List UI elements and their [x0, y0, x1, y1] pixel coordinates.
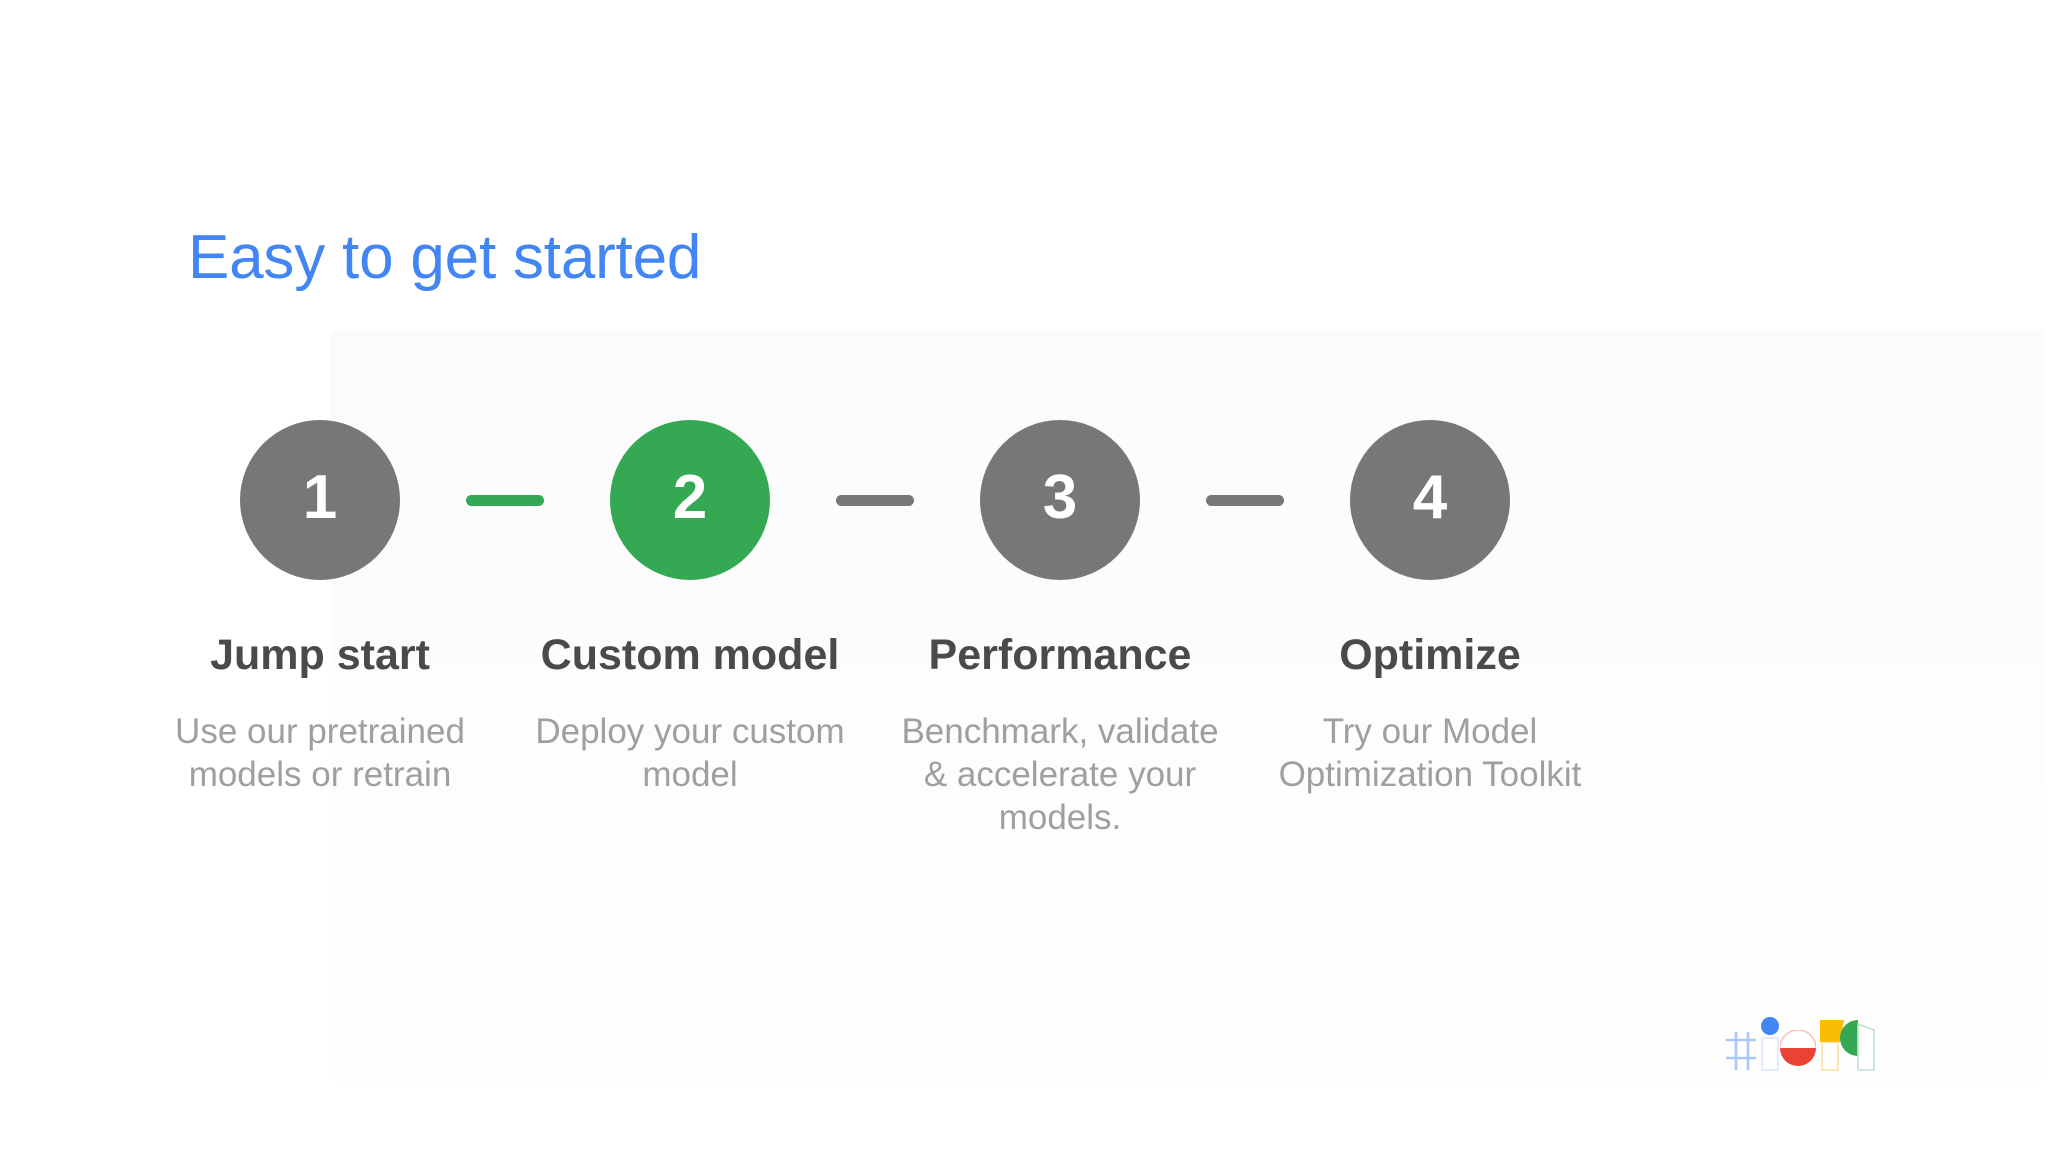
connector-line-2	[836, 494, 914, 506]
connector-line-1	[466, 494, 544, 506]
step-item-4[interactable]: 4 Optimize Try our Model Optimization To…	[1260, 420, 1600, 797]
hash-icon	[1726, 1032, 1756, 1070]
letter-i-stem	[1761, 1037, 1779, 1071]
step-title-4: Optimize	[1339, 631, 1521, 679]
step-title-2: Custom model	[540, 631, 840, 679]
step-number-badge-1[interactable]: 1	[240, 420, 400, 580]
step-item-3[interactable]: 3 Performance Benchmark, validate & acce…	[890, 420, 1230, 839]
page-title: Easy to get started	[188, 223, 702, 292]
step-number-2: 2	[672, 463, 708, 532]
step-item-1[interactable]: 1 Jump start Use our pretrained models o…	[150, 420, 490, 797]
yellow-trapezoid	[1820, 1020, 1844, 1042]
letter-o	[1780, 1030, 1816, 1066]
connector-wrap-1	[466, 420, 544, 580]
step-number-3: 3	[1042, 463, 1078, 532]
step-description-2: Deploy your custom model	[535, 712, 845, 794]
step-description-1: Use our pretrained models or retrain	[175, 712, 465, 794]
connector-line-3	[1206, 494, 1284, 506]
connector-wrap-2	[836, 420, 914, 580]
letter-o-green	[1840, 1020, 1875, 1071]
steps-row: 1 Jump start Use our pretrained models o…	[150, 420, 1900, 839]
step-description-3: Benchmark, validate & accelerate your mo…	[901, 712, 1219, 837]
connector-wrap-3	[1206, 420, 1284, 580]
step-title-3: Performance	[928, 631, 1192, 679]
letter-i-dot	[1761, 1017, 1779, 1035]
step-number-badge-2[interactable]: 2	[610, 420, 770, 580]
google-io-logo	[1724, 1012, 1884, 1084]
step-title-1: Jump start	[210, 631, 430, 679]
step-number-badge-4[interactable]: 4	[1350, 420, 1510, 580]
step-number-4: 4	[1412, 463, 1448, 532]
step-item-2[interactable]: 2 Custom model Deploy your custom model	[520, 420, 860, 797]
step-description-4: Try our Model Optimization Toolkit	[1278, 712, 1582, 794]
step-number-1: 1	[302, 463, 338, 532]
letter-slash-stem	[1821, 1041, 1839, 1071]
step-number-badge-3[interactable]: 3	[980, 420, 1140, 580]
